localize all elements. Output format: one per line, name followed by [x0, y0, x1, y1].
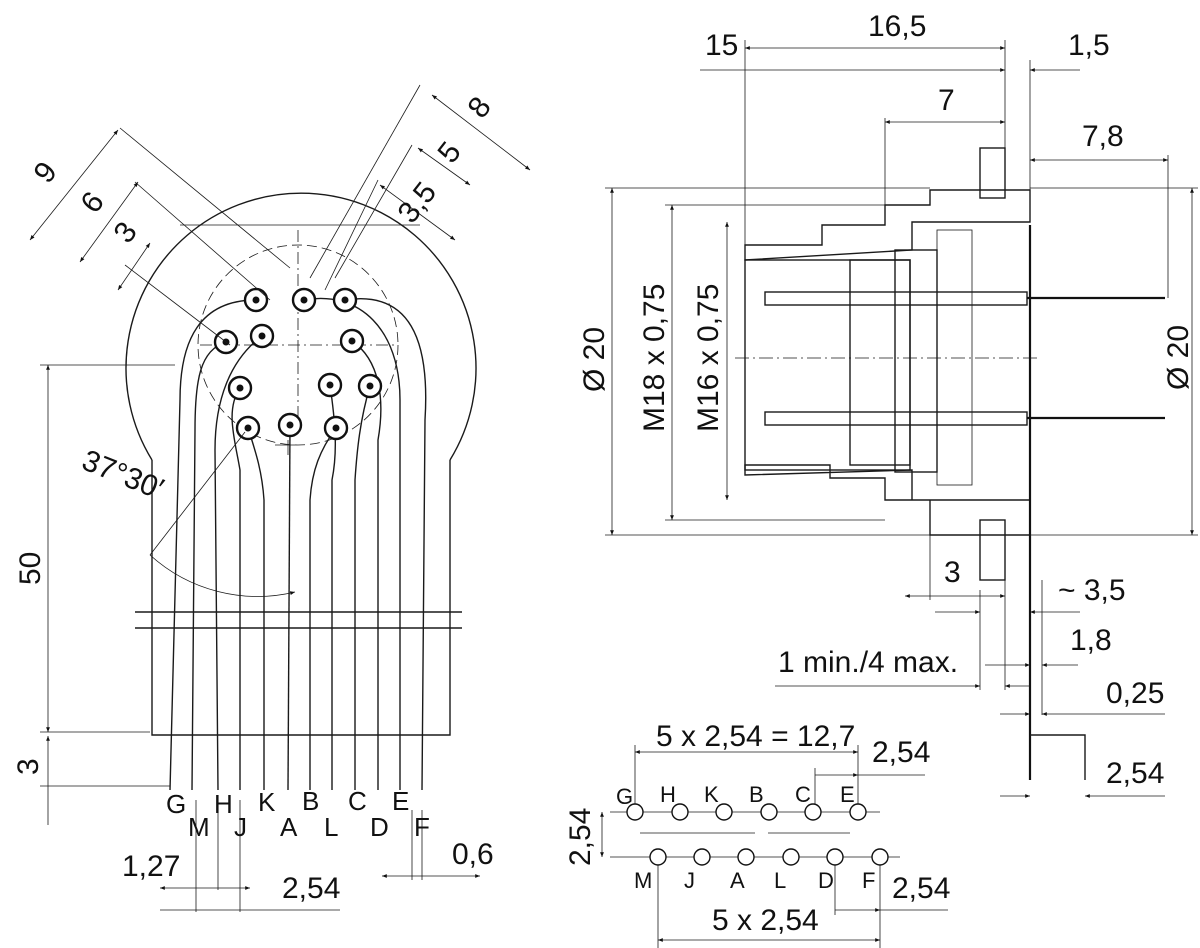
pin-letter: B [302, 786, 319, 816]
dim-5: 5 [432, 136, 468, 169]
pcb-letter: M [634, 868, 652, 893]
pin-letter: M [188, 812, 210, 842]
pin-letter: A [280, 812, 298, 842]
pcb-letter: B [749, 782, 764, 807]
dim-pcb-top: 5 x 2,54 = 12,7 [656, 720, 855, 753]
front-view: 9 6 3 8 5 3,5 37°30′ 50 3 1,27 2,54 0,6 … [12, 84, 531, 912]
pin-letters-top: G H K B C E [166, 786, 409, 819]
dim-pcb-bottom: 5 x 2,54 [712, 904, 819, 937]
dim-3-side: 3 [944, 556, 961, 589]
dim-dia20-left: Ø 20 [578, 327, 611, 392]
dim-3: 3 [108, 216, 144, 249]
pcb-hole [804, 803, 822, 821]
dim-m16: M16 x 0,75 [692, 284, 725, 432]
pcb-letter: F [862, 868, 875, 893]
dim-8: 8 [462, 91, 498, 124]
dim-2-54-side: 2,54 [1106, 757, 1164, 790]
dim-6: 6 [75, 186, 111, 219]
dim-16-5: 16,5 [868, 10, 926, 43]
pcb-letter: K [704, 782, 719, 807]
pcb-letter: D [818, 868, 834, 893]
pcb-letter: J [684, 868, 695, 893]
pcb-letter: A [730, 868, 745, 893]
pcb-hole [849, 803, 867, 821]
dim-2-54: 2,54 [282, 872, 340, 905]
pcb-hole [715, 803, 733, 821]
dim-1-5: 1,5 [1068, 29, 1110, 62]
pin-letter: H [214, 789, 233, 819]
pcb-letter: C [795, 782, 811, 807]
pcb-hole [826, 848, 844, 866]
dim-3-bottom: 3 [12, 758, 45, 775]
housing-section [744, 189, 1031, 261]
dim-50: 50 [14, 552, 47, 585]
pin-letter: K [258, 787, 276, 817]
flange-outline [125, 192, 477, 461]
dim-9: 9 [28, 156, 64, 189]
dim-1-8: 1,8 [1070, 624, 1112, 657]
pcb-hole [737, 848, 755, 866]
pcb-holes-row1 [626, 803, 867, 821]
dim-7-8: 7,8 [1082, 120, 1124, 153]
dim-pcb-bottom-right: 2,54 [892, 872, 950, 905]
pcb-hole [693, 848, 711, 866]
dim-m18: M18 x 0,75 [638, 284, 671, 432]
pcb-letter: E [840, 782, 855, 807]
dim-pcb-left: 2,54 [564, 808, 597, 866]
pcb-hole [782, 848, 800, 866]
pin-letter: G [166, 789, 186, 819]
pcb-hole [649, 848, 667, 866]
pin-letter: D [370, 812, 389, 842]
pin-letter: F [414, 812, 430, 842]
dim-15: 15 [705, 29, 738, 62]
dim-angle: 37°30′ [77, 444, 168, 506]
pcb-hole [871, 848, 889, 866]
pin-letter: E [392, 786, 409, 816]
dim-1-27: 1,27 [122, 850, 180, 883]
dim-panel: 1 min./4 max. [778, 646, 958, 679]
dim-3-5-side: ~ 3,5 [1058, 574, 1126, 607]
pcb-hole [671, 803, 689, 821]
pin-contacts [213, 287, 383, 441]
pcb-holes-row2 [649, 848, 889, 866]
pcb-hole [760, 803, 778, 821]
pin-letter: L [324, 812, 338, 842]
pcb-hole [626, 803, 644, 821]
dim-0-25: 0,25 [1106, 677, 1164, 710]
side-view: 15 16,5 1,5 7 7,8 Ø 20 M18 x 0,75 M16 x … [578, 10, 1198, 798]
pcb-letter: H [660, 782, 676, 807]
pcb-letter: G [616, 784, 633, 809]
pcb-layout: G H K B C E M J A L D F 5 x 2,54 = 12,7 … [564, 720, 950, 948]
dim-pcb-right: 2,54 [872, 736, 930, 769]
dim-3-5: 3,5 [392, 176, 444, 229]
pin-letter: C [348, 786, 367, 816]
pcb-letter: L [774, 868, 786, 893]
dim-dia20-right: Ø 20 [1162, 325, 1195, 390]
dim-7: 7 [938, 84, 955, 117]
pin-letters-bottom: M J A L D F [188, 812, 430, 842]
dim-0-6: 0,6 [452, 838, 494, 871]
pin-letter: J [234, 812, 247, 842]
